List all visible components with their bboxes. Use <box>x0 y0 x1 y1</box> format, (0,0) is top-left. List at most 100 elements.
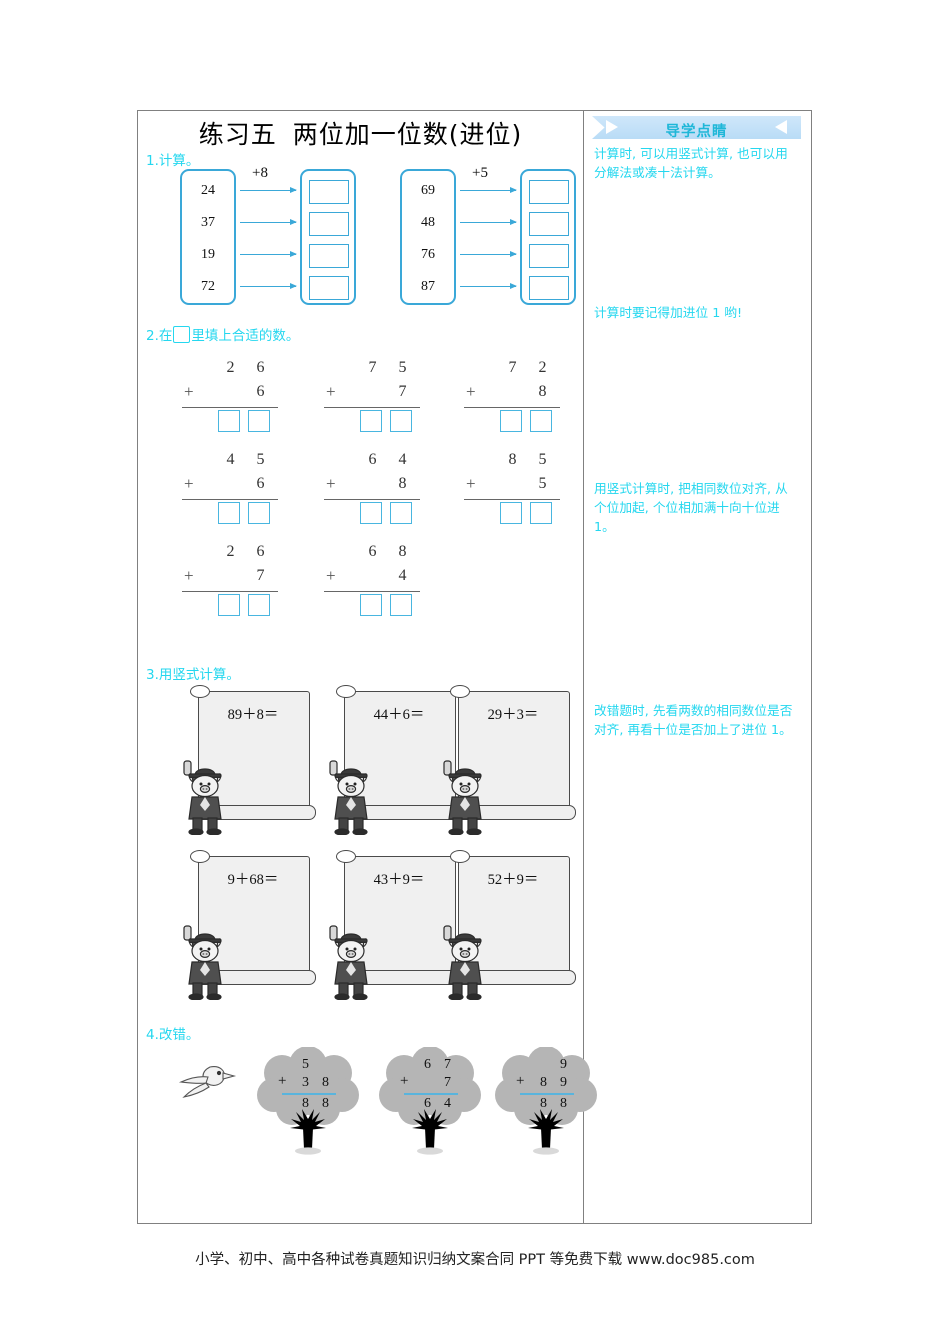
answer-blank[interactable] <box>360 594 382 616</box>
operand-box: 69 48 76 87 <box>400 169 456 305</box>
page-title-sub: 两位加一位数(进位) <box>292 120 523 149</box>
answer-blank[interactable] <box>218 410 240 432</box>
answer-blank[interactable] <box>309 244 349 268</box>
plus-sign: + <box>400 1073 409 1089</box>
scroll-problem-card: 52＋9＝ <box>434 848 576 1003</box>
digit-ones: 8 <box>538 383 547 400</box>
tree-trunk-icon <box>290 1109 326 1155</box>
operand-value: 76 <box>421 247 435 262</box>
sum-rule <box>404 1093 458 1095</box>
answer-blank[interactable] <box>529 212 569 236</box>
answer-blank[interactable] <box>360 410 382 432</box>
guide-note-4: 改错题时, 先看两数的相同数位是否对齐, 再看十位是否加上了进位 1。 <box>594 703 793 737</box>
digit-tens: 8 <box>540 1096 547 1111</box>
answer-blank[interactable] <box>248 410 270 432</box>
guide-title: 导学点睛 <box>665 124 728 140</box>
operand-value: 87 <box>421 279 435 294</box>
answer-blank[interactable] <box>390 502 412 524</box>
operator-label: +5 <box>472 165 488 181</box>
answer-blank[interactable] <box>530 502 552 524</box>
operator-label: +8 <box>252 165 268 181</box>
scroll-paper <box>336 685 456 813</box>
addend-row: +5 <box>458 474 566 499</box>
plus-sign: + <box>466 474 476 493</box>
guide-note-2: 计算时要记得加进位 1 哟! <box>594 305 743 320</box>
digit-tens: 5 <box>302 1057 309 1072</box>
guide-note-1: 计算时, 可以用竖式计算, 也可以用分解法或凑十法计算。 <box>594 146 788 180</box>
answer-blank[interactable] <box>390 594 412 616</box>
digit-tens: 2 <box>226 359 235 376</box>
answer-blank[interactable] <box>530 410 552 432</box>
operand-box: 24 37 19 72 <box>180 169 236 305</box>
digit-ones: 6 <box>256 475 265 492</box>
exercise-4-heading: 4.改错。 <box>146 1027 200 1043</box>
expression-text: 89＋8＝ <box>227 707 279 723</box>
sum-blanks <box>318 591 426 619</box>
answer-blank[interactable] <box>500 502 522 524</box>
exercise-3-heading: 3.用竖式计算。 <box>146 667 240 683</box>
sum-blanks <box>458 407 566 435</box>
plus-sign: + <box>326 382 336 401</box>
answer-blank[interactable] <box>360 502 382 524</box>
digit-tens: 7 <box>368 359 377 376</box>
digit-ones: 5 <box>538 451 547 468</box>
answer-blank[interactable] <box>248 594 270 616</box>
sum-rule <box>324 407 420 409</box>
digit-ones: 7 <box>444 1057 451 1072</box>
scroll-paper <box>336 850 456 978</box>
answer-blank[interactable] <box>218 594 240 616</box>
flow-arrow <box>240 218 297 225</box>
answer-box-group <box>300 169 356 305</box>
sum-rule <box>324 591 420 593</box>
addend-row: +7 <box>176 566 284 591</box>
answer-blank[interactable] <box>500 410 522 432</box>
plus-sign: + <box>326 474 336 493</box>
guide-banner: 导学点睛 <box>592 116 801 139</box>
digit-ones: 6 <box>256 543 265 560</box>
answer-blank[interactable] <box>248 502 270 524</box>
operand-value: 24 <box>201 183 215 198</box>
tree-trunk-icon <box>528 1109 564 1155</box>
scroll-problem-card: 9＋68＝ <box>174 848 316 1003</box>
addend-row: 9 <box>494 1057 598 1075</box>
answer-blank[interactable] <box>390 410 412 432</box>
answer-blank[interactable] <box>309 180 349 204</box>
addend-row: +8 <box>318 474 426 499</box>
answer-blank[interactable] <box>218 502 240 524</box>
answer-blank[interactable] <box>529 180 569 204</box>
plus-sign: + <box>516 1073 525 1089</box>
worksheet-left-column: 练习五两位加一位数(进位) 1.计算。 +8 24 37 19 72 <box>138 111 597 1223</box>
sum-rule <box>182 499 278 501</box>
answer-blank[interactable] <box>529 244 569 268</box>
digit-tens: 3 <box>302 1075 309 1090</box>
answer-blank[interactable] <box>529 276 569 300</box>
expression-text: 44＋6＝ <box>373 707 425 723</box>
addend-row: +8 <box>458 382 566 407</box>
pig-character-icon <box>183 760 222 835</box>
addend-row: +6 <box>176 474 284 499</box>
scroll-problem-card: 89＋8＝ <box>174 683 316 838</box>
plus-sign: + <box>184 474 194 493</box>
pig-character-icon <box>443 925 482 1000</box>
sum-blanks <box>318 407 426 435</box>
answer-blank[interactable] <box>309 212 349 236</box>
operand-value: 69 <box>421 183 435 198</box>
answer-blank[interactable] <box>309 276 349 300</box>
exercise-2-heading: 2.在里填上合适的数。 <box>146 324 299 344</box>
operand-value: 19 <box>201 247 215 262</box>
addend-row: +7 <box>378 1073 482 1093</box>
digit-tens: 6 <box>368 543 377 560</box>
